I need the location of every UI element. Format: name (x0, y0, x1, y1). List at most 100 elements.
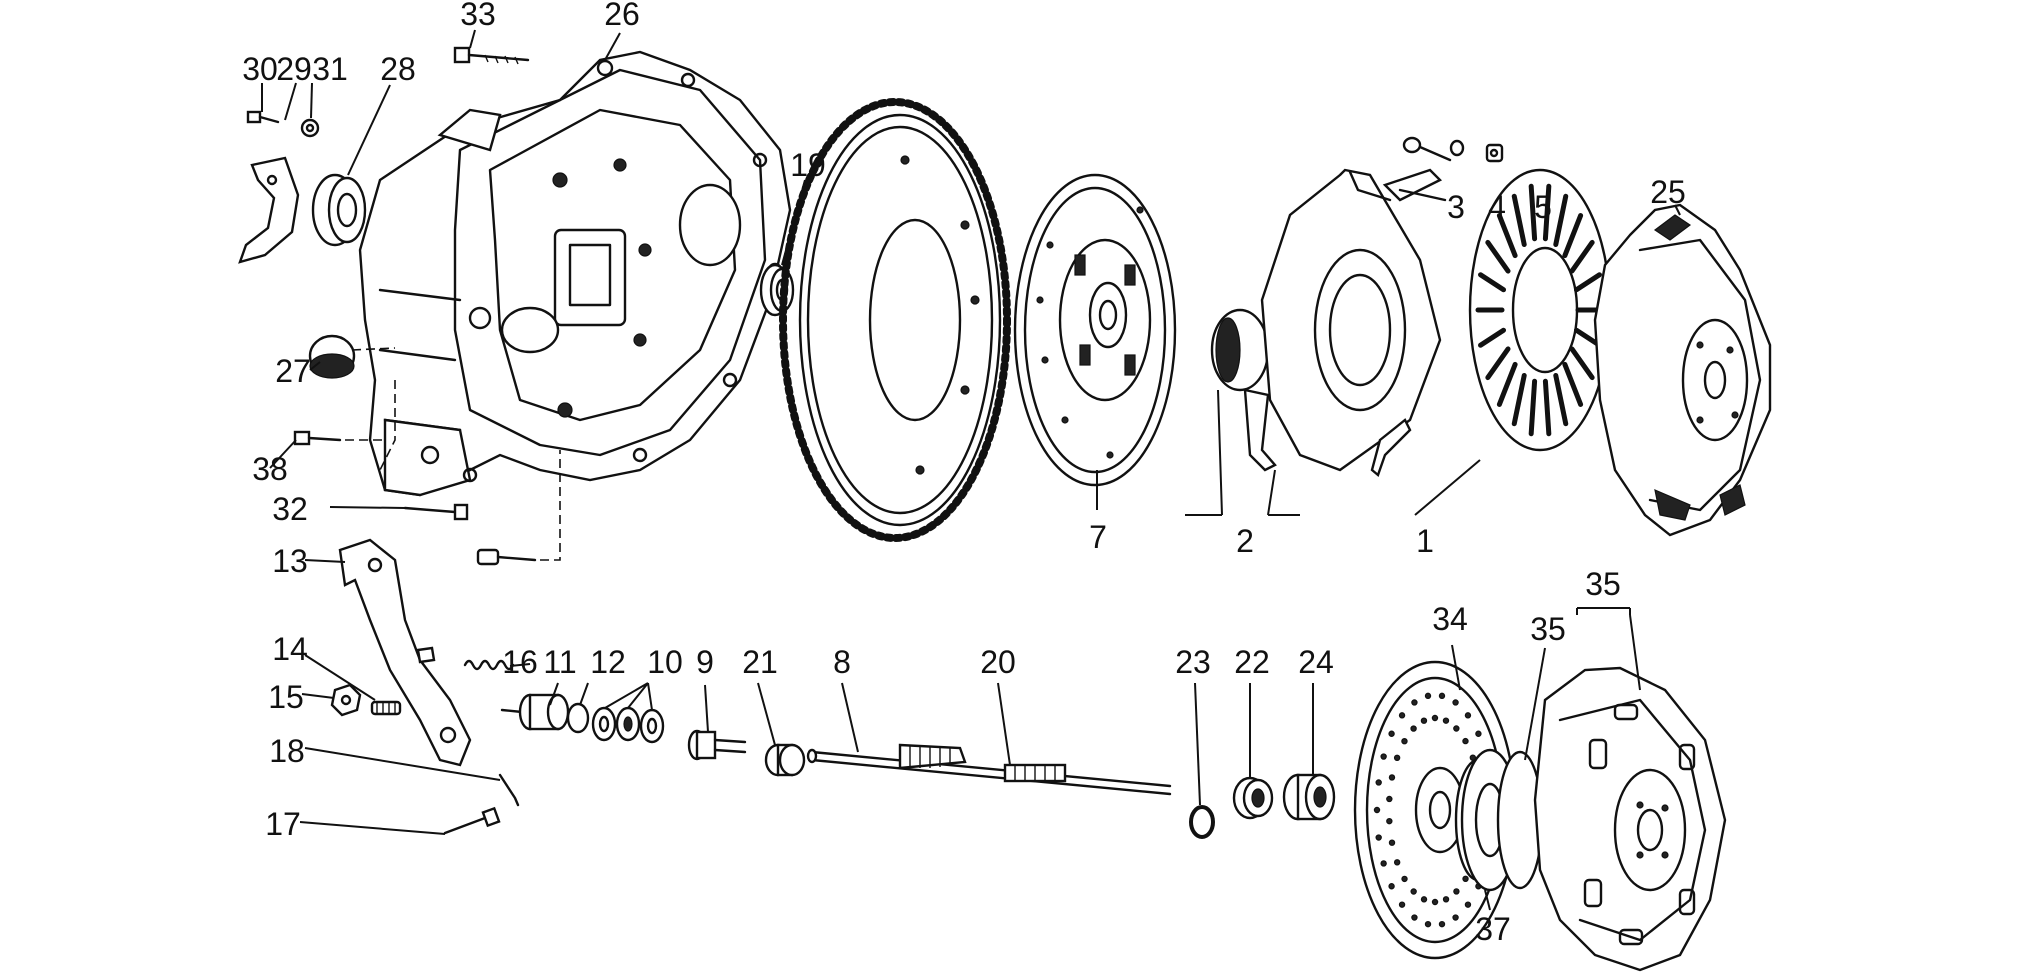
flywheel-ring-gear (779, 98, 1011, 542)
callout-7: 7 (1089, 519, 1107, 555)
friction-dot (1375, 779, 1382, 786)
callout-32: 32 (272, 491, 308, 527)
friction-dot (1388, 774, 1396, 781)
friction-dot (1424, 692, 1432, 700)
callout-9: 9 (696, 644, 714, 680)
friction-dot (1462, 875, 1469, 883)
bolt-17 (443, 806, 501, 835)
friction-dot (1452, 699, 1459, 706)
spring-finger (1562, 361, 1584, 407)
friction-dot (1375, 834, 1382, 841)
housing-lower-bolt (476, 450, 561, 566)
friction-dot (1373, 806, 1381, 814)
friction-dot (1453, 725, 1460, 732)
friction-dot (1401, 875, 1408, 883)
spring-finger (1553, 193, 1569, 248)
bolt-33 (453, 46, 530, 65)
release-lever-13 (338, 538, 472, 767)
callout-1: 1 (1416, 523, 1434, 559)
callout-23: 23 (1175, 644, 1211, 680)
callout-26: 26 (604, 0, 640, 32)
friction-dot (1464, 712, 1472, 719)
callout-21: 21 (742, 644, 778, 680)
friction-dot (1393, 754, 1401, 762)
bolt-30 (246, 110, 280, 124)
sleeve-24 (1282, 773, 1336, 821)
callout-10: 10 (647, 644, 683, 680)
callout-15: 15 (268, 679, 304, 715)
spring-finger (1528, 378, 1538, 437)
callout-labels: 1 2 3 4 5 7 8 9 10 11 12 13 14 15 16 17 … (242, 0, 1686, 947)
spring-finger (1573, 272, 1602, 293)
friction-dot (1431, 714, 1439, 722)
leader-lines (261, 29, 1681, 911)
splined-hub-20 (898, 743, 1067, 783)
bushing-21 (764, 743, 806, 777)
spring-finger (1496, 213, 1518, 259)
callout-8: 8 (833, 644, 851, 680)
friction-dot (1386, 817, 1393, 825)
friction-dot (1388, 839, 1396, 846)
callout-35a: 35 (1585, 566, 1621, 602)
pressure-plate-2 (1210, 168, 1447, 478)
spring-finger (1562, 213, 1584, 259)
spring-finger (1542, 183, 1552, 242)
pressure-plate-assembly-35 (1496, 666, 1727, 972)
bushing-11 (500, 693, 570, 731)
friction-dot (1420, 717, 1428, 724)
friction-dot (1442, 896, 1450, 903)
friction-dot (1411, 699, 1418, 706)
spring-finger (1478, 272, 1507, 293)
friction-dot (1401, 737, 1408, 745)
diaphragm-spring-1 (1468, 168, 1612, 452)
friction-dot (1475, 730, 1482, 737)
spring-16 (463, 659, 515, 671)
callout-4: 4 (1488, 189, 1506, 225)
spring-finger (1485, 346, 1511, 381)
nut-31-hole (305, 123, 315, 133)
bearing-22 (1232, 776, 1274, 820)
friction-dot (1431, 898, 1439, 906)
spring-finger (1569, 239, 1595, 274)
friction-dot (1380, 860, 1387, 867)
callout-35b: 35 (1530, 611, 1566, 647)
bracket-plate-29 (238, 156, 300, 264)
spring-finger (1542, 378, 1552, 437)
callout-31: 31 (312, 51, 348, 87)
stud-14 (370, 700, 402, 716)
callout-14: 14 (272, 631, 308, 667)
nut-31 (300, 118, 320, 138)
spring-finger (1553, 372, 1569, 427)
callout-25: 25 (1650, 174, 1686, 210)
callout-34: 34 (1432, 601, 1468, 637)
nut-5 (1485, 143, 1504, 163)
washers-10 (591, 706, 665, 744)
callout-12: 12 (590, 644, 626, 680)
callout-30: 30 (242, 51, 278, 87)
friction-dot (1462, 737, 1469, 745)
input-shaft-8 (806, 748, 1172, 796)
callout-2: 2 (1236, 523, 1254, 559)
friction-dot (1442, 717, 1450, 724)
spring-finger (1496, 361, 1518, 407)
callout-28: 28 (380, 51, 416, 87)
callout-33: 33 (460, 0, 496, 32)
nut-15 (330, 683, 362, 717)
callout-18: 18 (269, 733, 305, 769)
friction-dot (1453, 888, 1460, 895)
spring-finger (1511, 372, 1527, 427)
spring-finger (1511, 193, 1527, 248)
bracket-plate-29-hole (266, 174, 278, 186)
friction-dot (1411, 914, 1418, 921)
friction-dot (1380, 753, 1387, 760)
friction-dot (1386, 795, 1393, 803)
bell-housing (358, 50, 792, 497)
friction-dot (1420, 896, 1428, 903)
friction-dot (1398, 901, 1406, 908)
friction-dot (1388, 730, 1395, 737)
friction-dot (1388, 883, 1395, 890)
callout-20: 20 (980, 644, 1016, 680)
friction-dot (1410, 725, 1417, 732)
spindle-9 (687, 729, 747, 761)
